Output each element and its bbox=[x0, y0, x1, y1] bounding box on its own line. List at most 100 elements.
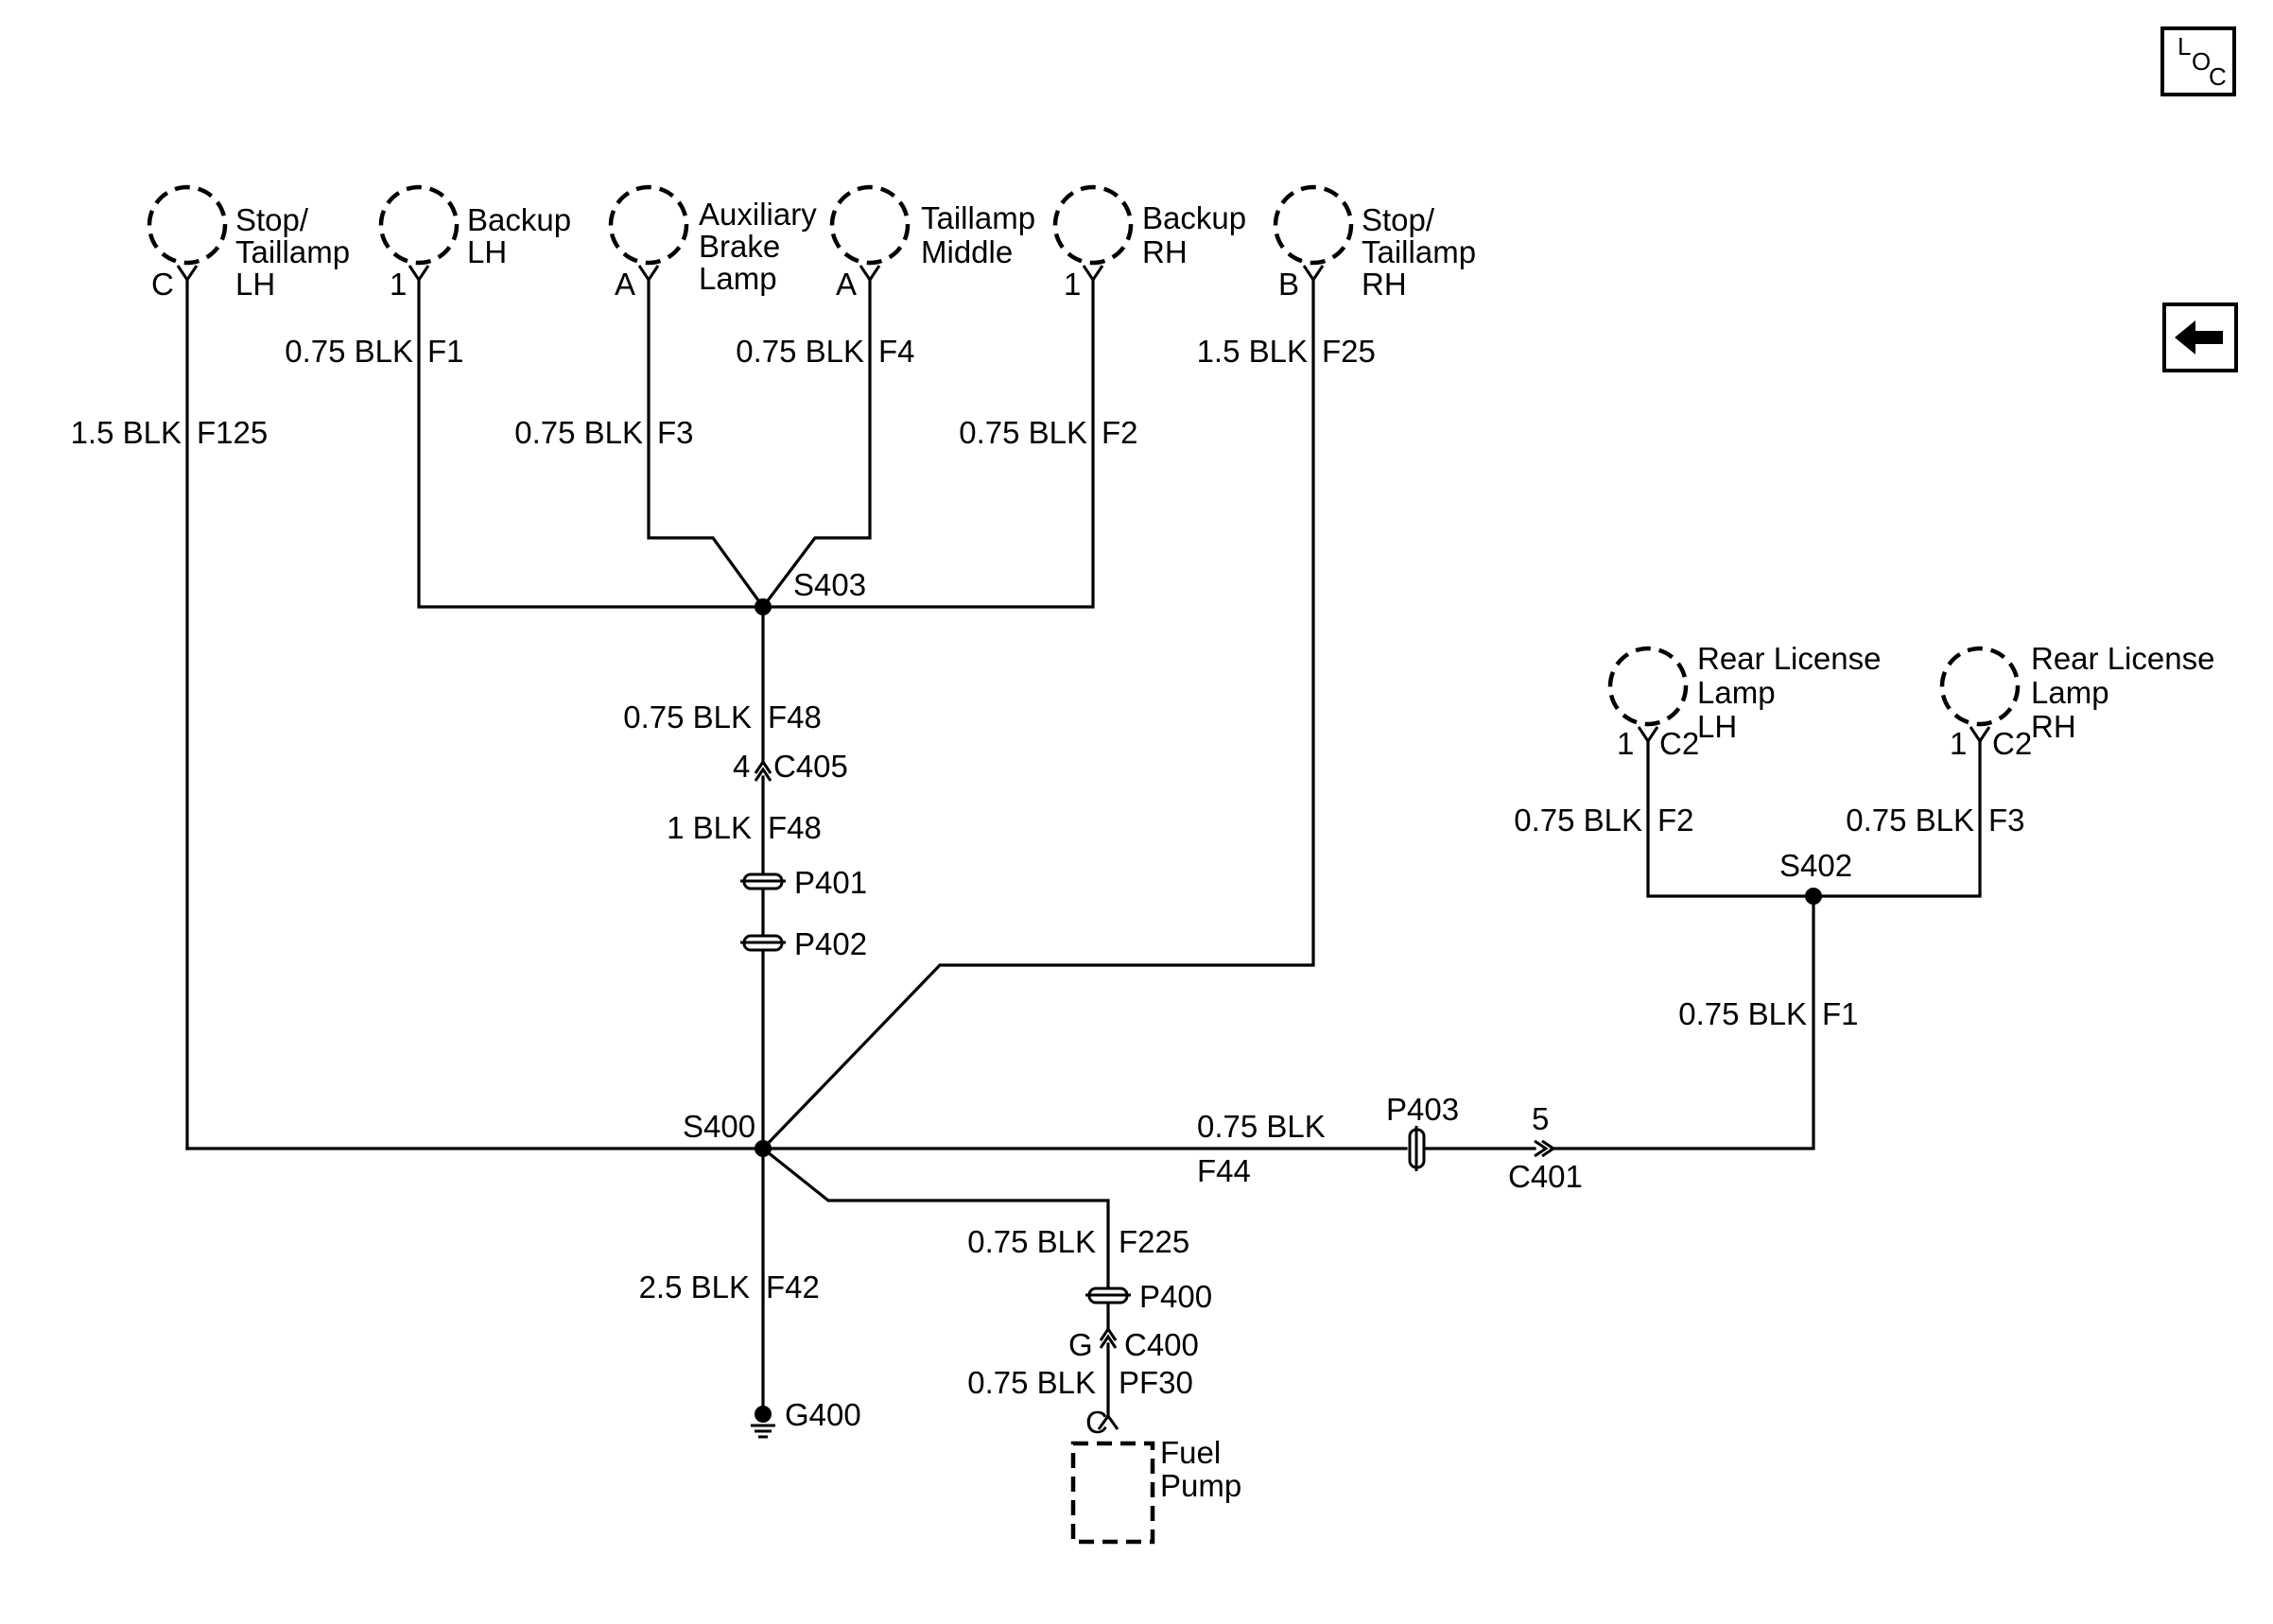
wire-gauge: 2.5 BLK bbox=[639, 1270, 750, 1304]
splice-label: S400 bbox=[683, 1109, 755, 1144]
wire-circuit: F2 bbox=[1657, 803, 1694, 838]
component-label: RH bbox=[1142, 234, 1188, 269]
wire-gauge: 0.75 BLK bbox=[623, 700, 752, 734]
wire-f1-license: 0.75 BLK F1 bbox=[1550, 894, 1859, 1150]
connector-c400: G C400 bbox=[1068, 1326, 1199, 1362]
wire-f44: 0.75 BLK F44 bbox=[185, 1109, 1536, 1188]
pass-through-label: P400 bbox=[1139, 1279, 1212, 1314]
fuel-pump-symbol bbox=[1070, 1441, 1155, 1545]
wire-circuit: F1 bbox=[1822, 996, 1859, 1031]
pin-label: C bbox=[151, 267, 174, 302]
component-label: RH bbox=[2031, 709, 2076, 744]
splice-label: S403 bbox=[793, 567, 866, 602]
splice-s402: S402 bbox=[1779, 848, 1852, 905]
pass-through-label: P403 bbox=[1386, 1092, 1459, 1127]
wire-pf30: 0.75 BLK PF30 bbox=[967, 1342, 1193, 1418]
component-label: Backup bbox=[467, 202, 571, 237]
pass-through-label: P402 bbox=[794, 926, 867, 961]
wire-f3-aux: 0.75 BLK F3 bbox=[514, 278, 766, 610]
wire-f225: 0.75 BLK F225 bbox=[760, 1146, 1189, 1329]
component-label: Stop/ bbox=[1362, 202, 1435, 237]
pass-through-p400: P400 bbox=[1085, 1279, 1212, 1314]
loc-button[interactable]: L O C bbox=[2160, 26, 2236, 96]
wire-circuit: F225 bbox=[1119, 1224, 1189, 1259]
rear-license-lamp-lh: Rear License Lamp LH 1 C2 bbox=[1607, 641, 1881, 761]
wire-f1-backup: 0.75 BLK F1 bbox=[285, 278, 765, 609]
lamp-symbol bbox=[608, 184, 689, 266]
taillamp-middle: Taillamp Middle A bbox=[829, 184, 1035, 302]
wire-f125: 1.5 BLK F125 bbox=[71, 278, 268, 1150]
wire-f2-backup: 0.75 BLK F2 bbox=[761, 278, 1138, 609]
component-label: Lamp bbox=[2031, 675, 2109, 710]
wire-gauge: 0.75 BLK bbox=[959, 415, 1087, 450]
stop-taillamp-rh: Stop/ Taillamp RH B bbox=[1273, 184, 1476, 302]
wire-circuit: F25 bbox=[1322, 334, 1376, 369]
component-label: LH bbox=[235, 267, 275, 302]
backup-lamp-rh: Backup RH 1 bbox=[1052, 184, 1246, 302]
component-label: Middle bbox=[921, 234, 1013, 269]
wire-gauge: 0.75 BLK bbox=[1197, 1109, 1326, 1144]
lamp-symbol bbox=[1273, 184, 1354, 266]
loc-letter-l: L bbox=[2178, 32, 2191, 60]
connector-c405: 4 C405 bbox=[733, 749, 848, 784]
loc-letter-c: C bbox=[2209, 62, 2227, 91]
wire-gauge: 1.5 BLK bbox=[71, 415, 182, 450]
component-label: Lamp bbox=[699, 261, 777, 296]
wire-circuit: F48 bbox=[768, 700, 822, 734]
ground-label: G400 bbox=[785, 1397, 861, 1432]
wire-gauge: 1.5 BLK bbox=[1197, 334, 1308, 369]
wire-gauge: 0.75 BLK bbox=[285, 334, 413, 369]
component-label: Auxiliary bbox=[699, 197, 817, 232]
component-label: Fuel bbox=[1160, 1435, 1221, 1470]
connector-pin: G bbox=[1068, 1327, 1093, 1362]
wire-circuit: F44 bbox=[1197, 1153, 1251, 1188]
wire-circuit: F3 bbox=[1988, 803, 2025, 838]
pin-label: B bbox=[1278, 267, 1299, 302]
component-label: Stop/ bbox=[235, 202, 309, 237]
pass-through-p403: P403 bbox=[1386, 1092, 1459, 1171]
component-label: Taillamp bbox=[921, 200, 1035, 235]
splice-s403: S403 bbox=[755, 567, 866, 615]
connector-name: C400 bbox=[1124, 1327, 1199, 1362]
wire-circuit: PF30 bbox=[1119, 1365, 1193, 1400]
wire-f3-license: 0.75 BLK F3 bbox=[1812, 739, 2025, 898]
wire-circuit: F125 bbox=[197, 415, 268, 450]
pin-label: 1 bbox=[1617, 726, 1634, 761]
pin-label: 1 bbox=[390, 267, 407, 302]
connector-label: C2 bbox=[1659, 726, 1699, 761]
pin-label: A bbox=[615, 267, 635, 302]
connector-pin: 5 bbox=[1532, 1101, 1549, 1136]
connector-name: C401 bbox=[1508, 1159, 1583, 1194]
component-label: Lamp bbox=[1697, 675, 1776, 710]
wire-gauge: 1 BLK bbox=[667, 810, 752, 845]
ground-g400: G400 bbox=[751, 1397, 861, 1439]
fuel-pump: C Fuel Pump bbox=[1070, 1405, 1241, 1545]
component-label: Pump bbox=[1160, 1468, 1241, 1503]
lamp-symbol bbox=[147, 184, 228, 266]
left-arrow-icon bbox=[2175, 320, 2223, 354]
wire-gauge: 0.75 BLK bbox=[967, 1365, 1096, 1400]
wire-circuit: F42 bbox=[766, 1270, 820, 1304]
back-button[interactable] bbox=[2162, 302, 2238, 372]
lamp-symbol bbox=[829, 184, 911, 266]
component-label: Taillamp bbox=[235, 234, 350, 269]
wire-gauge: 0.75 BLK bbox=[1678, 996, 1807, 1031]
loc-letter-o: O bbox=[2192, 47, 2211, 76]
splice-s400: S400 bbox=[683, 1109, 772, 1157]
component-label: Rear License bbox=[1697, 641, 1881, 676]
wire-circuit: F48 bbox=[768, 810, 822, 845]
lamp-symbol bbox=[1607, 646, 1689, 727]
component-label: LH bbox=[467, 234, 507, 269]
pin-label: 1 bbox=[1064, 267, 1081, 302]
connector-name: C405 bbox=[773, 749, 848, 784]
pass-through-p402: P402 bbox=[740, 926, 867, 961]
wire-f42: 2.5 BLK F42 bbox=[639, 1147, 820, 1410]
wire-gauge: 0.75 BLK bbox=[514, 415, 643, 450]
lamp-symbol bbox=[1052, 184, 1134, 266]
component-label: Taillamp bbox=[1362, 234, 1476, 269]
wire-f48: 0.75 BLK F48 1 BLK F48 bbox=[623, 605, 822, 1150]
wire-circuit: F1 bbox=[427, 334, 464, 369]
connector-c401: 5 C401 bbox=[1508, 1101, 1583, 1194]
wire-circuit: F4 bbox=[878, 334, 915, 369]
